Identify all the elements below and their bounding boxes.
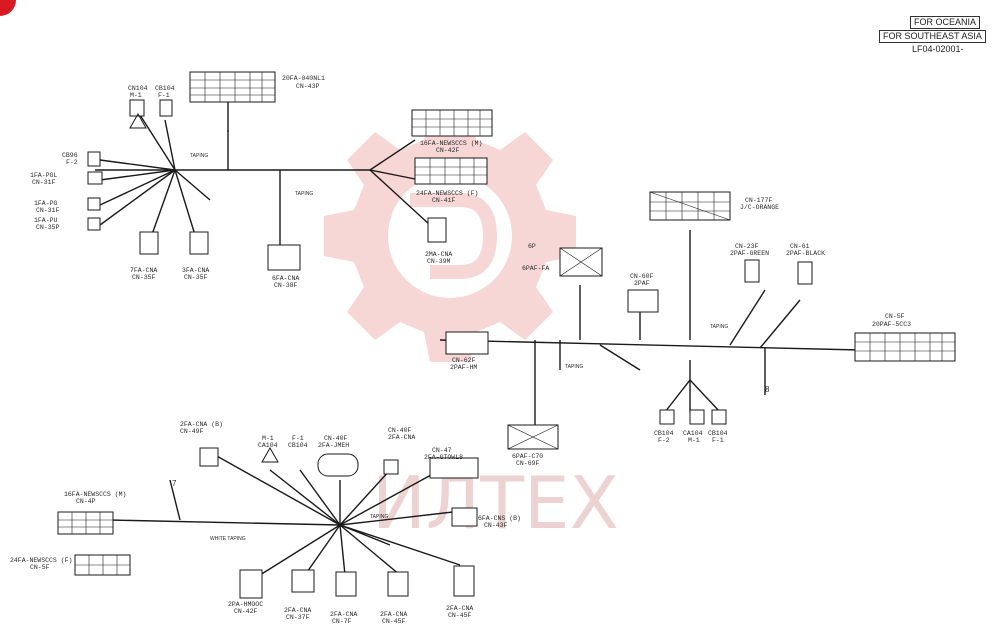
connector-sublabel: CN-45F (448, 612, 472, 619)
connector-sublabel: CN-43P (296, 83, 320, 90)
connector-sublabel: M-1 (130, 92, 142, 99)
connector-label: CN-40F (324, 435, 348, 442)
connector-sublabel: CN-4P (76, 498, 96, 505)
connector-labels: CN104 M-1 CB104 F-1 20FA-040NL1 CN-43P C… (10, 75, 911, 625)
connector-label: 24FA-NEWSCCS (F) (10, 557, 72, 564)
connector-sublabel: CN-35F (132, 274, 156, 281)
connector-label: CA104 (683, 430, 703, 437)
connector-sublabel: CN-39M (427, 258, 451, 265)
region-label-oceania: FOR OCEANIA (910, 16, 981, 29)
connector-boxes (57, 71, 956, 599)
connector-label: CN-177F (745, 197, 772, 204)
region-label-southeast-asia: FOR SOUTHEAST ASIA (879, 30, 986, 43)
connector-label: 7FA-CNA (130, 267, 157, 274)
connector-sublabel: CB104 (288, 442, 308, 449)
connector-label: 2FA-CNA (446, 605, 473, 612)
connector-label: 24FA-NEWSCCS (F) (416, 190, 478, 197)
wire-label: TAPING (565, 364, 583, 370)
connector-label: 20FA-040NL1 (282, 75, 325, 82)
connector-label: CN-61 (790, 243, 810, 250)
connector-sublabel: CN-5F (30, 564, 50, 571)
connector-label: CN-23F (735, 243, 759, 250)
connector-sublabel: CN-7F (332, 618, 352, 625)
connector-sublabel: 2PAF (634, 280, 650, 287)
connector-label: CN-5F (885, 313, 905, 320)
connector-label: CN-40F (388, 427, 412, 434)
connector-label: 2FA-CNA (330, 611, 357, 618)
wire-labels: TAPING TAPING TAPING TAPING WHITE TAPING… (190, 153, 728, 542)
connector-label: F-1 (292, 435, 304, 442)
connector-label: CB96 (62, 152, 78, 159)
connector-sublabel: CN-35P (36, 224, 60, 231)
connector-label: CN-47 (432, 447, 452, 454)
connector-sublabel: CN-49F (180, 428, 204, 435)
connector-sublabel: 2PAF-BLACK (786, 250, 825, 257)
wire-label: TAPING (370, 514, 388, 520)
connector-label: 2FA-CNA (284, 607, 311, 614)
connector-sublabel: 2FA-CNA (388, 434, 415, 441)
connector-sublabel: CN-31F (32, 179, 56, 186)
connector-sublabel: 2FA-JMEH (318, 442, 349, 449)
connector-sublabel: CN-69F (516, 460, 540, 467)
connector-sublabel: F-2 (658, 437, 670, 444)
connector-sublabel: CN-42F (234, 608, 258, 615)
connector-label: 2FA-CNA (B) (180, 421, 223, 428)
watermark-text: ИЛТЕХ (372, 461, 619, 545)
ground-triangle-icon (129, 112, 147, 129)
connector-label: 2MA-CNA (425, 251, 452, 258)
connector-sublabel: CN-45F (382, 618, 406, 625)
connector-sublabel: CN-41F (432, 197, 456, 204)
document-code: LF04-02001- (912, 44, 964, 54)
connector-sublabel: 2PAF-GREEN (730, 250, 769, 257)
connector-label: 1FA-PG (34, 200, 58, 207)
connector-sublabel: 6PAF-FA (522, 265, 549, 272)
connector-pin-grids (58, 72, 955, 575)
connector-sublabel: CN-37F (286, 614, 310, 621)
connector-sublabel: CN-38F (274, 282, 298, 289)
wire-marker: 7 (172, 479, 177, 488)
harness-center-right (439, 230, 861, 425)
connector-label: 16FA-NEWSCCS (M) (420, 140, 482, 147)
connector-label: M-1 (262, 435, 274, 442)
wire-label: WHITE TAPING (210, 536, 246, 542)
connector-label: CN104 (128, 85, 148, 92)
wire-marker: 8 (765, 385, 770, 394)
connector-label: CB104 (654, 430, 674, 437)
connector-sublabel: M-1 (688, 437, 700, 444)
connector-sublabel: 20PAF-5CC3 (872, 321, 911, 328)
wire-label: TAPING (710, 324, 728, 330)
connector-label: 6P (528, 243, 536, 250)
connector-sublabel: CN-42F (436, 147, 460, 154)
ground-triangle-icon (261, 446, 279, 463)
harness-bottom (109, 454, 471, 576)
harness-top-left (95, 91, 431, 245)
connector-sublabel: CN-35F (184, 274, 208, 281)
connector-sublabel: F-1 (712, 437, 724, 444)
connector-label: 6FA-CNS (B) (478, 515, 521, 522)
connector-label: 1FA-PU (34, 217, 58, 224)
connector-sublabel: F-2 (66, 159, 78, 166)
connector-sublabel: 2PAF-HM (450, 364, 477, 371)
connector-sublabel: 2FA-GTOWL8 (424, 454, 463, 461)
connector-sublabel: J/C-ORANGE (740, 204, 779, 211)
connector-label: 6PAF-C70 (512, 453, 543, 460)
wire-label: TAPING (190, 153, 208, 159)
connector-sublabel: CN-43F (484, 522, 508, 529)
connector-label: 2PA-HMOOC (228, 601, 263, 608)
connector-label: CN-62F (452, 357, 476, 364)
connector-label: 3FA-CNA (182, 267, 209, 274)
connector-label: 16FA-NEWSCCS (M) (64, 491, 126, 498)
connector-sublabel: CN-31F (36, 207, 60, 214)
connector-label: 1FA-PGL (30, 172, 57, 179)
connector-label: 6FA-CNA (272, 275, 299, 282)
connector-sublabel: F-1 (158, 92, 170, 99)
wire-label: TAPING (295, 191, 313, 197)
connector-label: 2FA-CNA (380, 611, 407, 618)
connector-label: CB104 (708, 430, 728, 437)
connector-sublabel: CA104 (258, 442, 278, 449)
connector-label: CB104 (155, 85, 175, 92)
connector-label: CN-60F (630, 273, 654, 280)
